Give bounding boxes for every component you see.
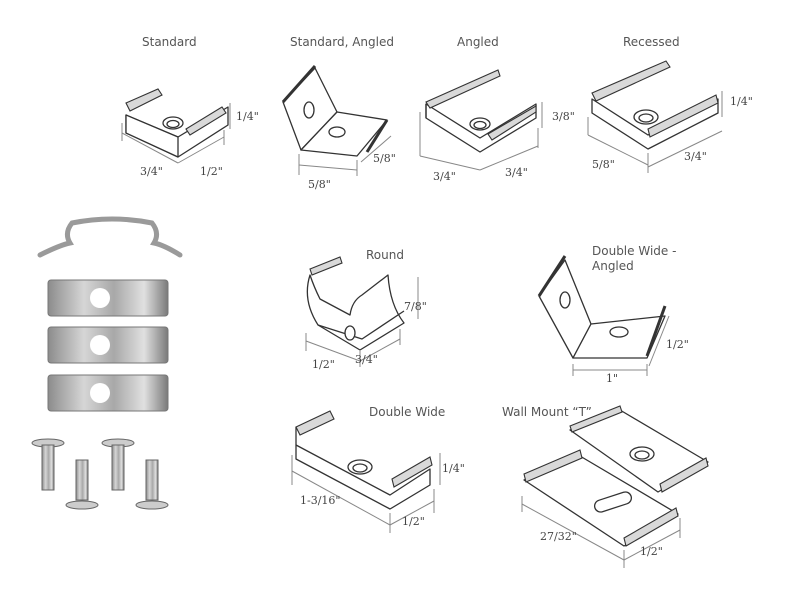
wall-mount-t-clip-drawing: [521, 405, 709, 568]
hardware-photo: [31, 216, 183, 510]
dim-round-height: 7/8": [404, 300, 427, 313]
dim-standard-width: 1/2": [200, 165, 223, 178]
angled-clip-drawing: [419, 69, 543, 171]
dim-recessed-length: 5/8": [592, 158, 615, 171]
dim-wall-mount-t-length: 27/32": [540, 530, 577, 543]
label-angled: Angled: [457, 35, 499, 49]
screw-icon: [135, 459, 169, 510]
dim-double-wide-angled-width: 1/2": [666, 338, 689, 351]
dim-double-wide-length: 1-3/16": [300, 494, 341, 507]
dim-standard-angled-length: 5/8": [308, 178, 331, 191]
mounting-clip-icon: [47, 374, 169, 412]
dim-wall-mount-t-width: 1/2": [640, 545, 663, 558]
label-wall-mount-t: Wall Mount “T”: [502, 405, 592, 419]
bent-wire-clip-icon: [37, 216, 183, 258]
dim-recessed-height: 1/4": [730, 95, 753, 108]
round-clip-drawing: [305, 256, 419, 367]
dim-double-wide-width: 1/2": [402, 515, 425, 528]
recessed-clip-drawing: [587, 60, 723, 173]
dim-standard-angled-width: 5/8": [373, 152, 396, 165]
dim-angled-length: 3/4": [433, 170, 456, 183]
label-double-wide-angled-2: Angled: [592, 259, 634, 273]
label-standard-angled: Standard, Angled: [290, 35, 394, 49]
double-wide-clip-drawing: [291, 410, 441, 533]
mounting-clip-icon: [47, 279, 169, 317]
screw-icon: [65, 459, 99, 510]
dim-double-wide-height: 1/4": [442, 462, 465, 475]
label-double-wide-angled-1: Double Wide -: [592, 244, 677, 258]
standard-angled-clip-drawing: [281, 65, 392, 176]
dim-double-wide-angled-length: 1": [606, 372, 619, 385]
label-round: Round: [366, 248, 404, 262]
standard-clip-drawing: [121, 88, 231, 164]
label-double-wide: Double Wide: [369, 405, 446, 419]
mounting-clip-icon: [47, 326, 169, 364]
dim-round-width: 1/2": [312, 358, 335, 371]
dim-standard-length: 3/4": [140, 165, 163, 178]
dim-standard-height: 1/4": [236, 110, 259, 123]
dim-recessed-width: 3/4": [684, 150, 707, 163]
dim-round-length: 3/4": [355, 353, 378, 366]
label-standard: Standard: [142, 35, 197, 49]
screw-icon: [31, 438, 65, 491]
label-recessed: Recessed: [623, 35, 680, 49]
screw-icon: [101, 438, 135, 491]
double-wide-angled-clip-drawing: [537, 255, 670, 376]
dim-angled-height: 3/8": [552, 110, 575, 123]
dim-angled-width: 3/4": [505, 166, 528, 179]
